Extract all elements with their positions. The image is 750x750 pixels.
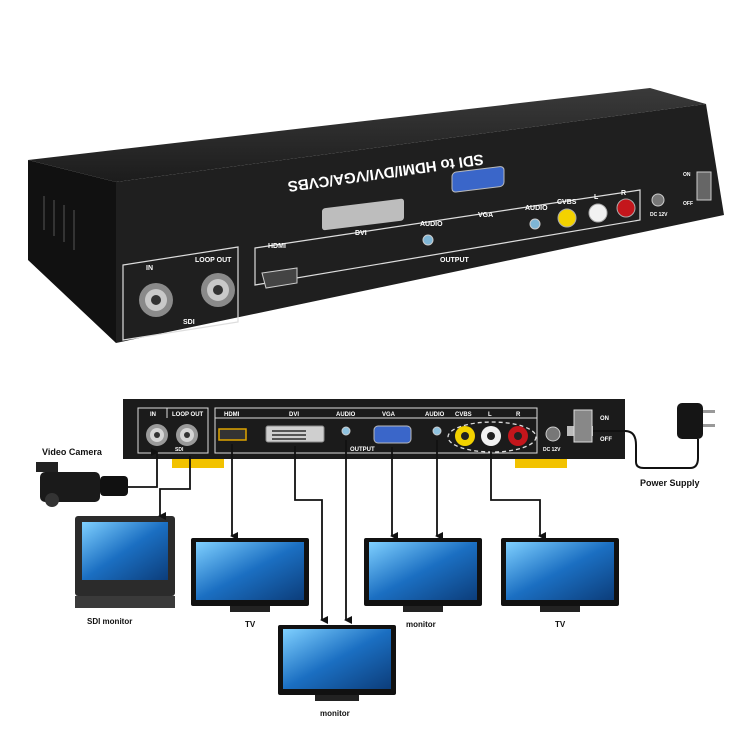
rca-red-3d (616, 198, 636, 218)
vga-port-3d (451, 166, 505, 193)
sdi-label-3d: SDI (183, 319, 195, 326)
panel-vga-port (373, 425, 412, 444)
dvi-port-3d (322, 198, 404, 231)
panel-loop-out-label: LOOP OUT (172, 412, 204, 418)
video-camera-label: Video Camera (42, 447, 103, 457)
monitor-dvi-label: monitor (320, 709, 350, 718)
power-switch-3d (696, 171, 712, 201)
panel-rca-group-ring (447, 421, 537, 453)
panel-hdmi-label: HDMI (224, 412, 240, 418)
connection-lines (128, 440, 546, 624)
panel-bnc-in (146, 424, 168, 446)
panel-r-label: R (516, 412, 521, 418)
panel-rca-red (508, 426, 528, 446)
panel-dc-jack (545, 426, 561, 442)
audio-label-3d-1: AUDIO (420, 221, 443, 228)
panel-dc-label: DC 12V (543, 447, 561, 453)
vga-label-3d: VGA (478, 212, 493, 219)
panel-rca-yellow (455, 426, 475, 446)
l-label-3d: L (594, 194, 599, 201)
highlight-strip-right (515, 459, 567, 468)
sdi-label-frame (122, 246, 239, 341)
monitor-vga-label: monitor (406, 620, 436, 629)
panel-dvi-label: DVI (289, 412, 299, 418)
on-label-3d: ON (683, 172, 691, 178)
audio-label-3d-2: AUDIO (525, 205, 548, 212)
panel-power-switch (573, 409, 593, 443)
panel-cvbs-label: CVBS (455, 412, 472, 418)
panel-audio-jack-1 (341, 426, 351, 436)
device-3d-view: SDI to HDMI/DVI/VGA/CVBS IN LOOP OUT SDI… (28, 88, 724, 343)
device-front-panel: IN LOOP OUT SDI HDMI DVI AUDIO VGA AUDIO… (123, 399, 625, 468)
monitor-vga (364, 538, 482, 612)
loop-out-label-3d: LOOP OUT (195, 257, 232, 264)
sdi-monitor-label: SDI monitor (87, 617, 132, 626)
r-label-3d: R (621, 190, 626, 197)
audio-jack-3d-2 (529, 218, 541, 230)
hdmi-port-3d (261, 267, 298, 289)
sdi-monitor (75, 516, 175, 608)
video-camera (36, 462, 128, 507)
device-top-face (28, 88, 706, 182)
panel-on-label: ON (600, 416, 609, 422)
panel-hdmi-port (218, 428, 247, 441)
sdi-monitor-base (75, 596, 175, 608)
panel-audio-label-1: AUDIO (336, 412, 356, 418)
output-label-3d: OUTPUT (440, 257, 470, 264)
dvi-label-3d: DVI (355, 230, 367, 237)
dc-jack-3d (651, 193, 665, 207)
bnc-in-connector-3d (139, 283, 173, 317)
panel-output-label: OUTPUT (350, 447, 375, 453)
bnc-loop-connector-3d (201, 273, 235, 307)
sdi-monitor-screen (82, 522, 168, 580)
tv-right (501, 538, 619, 612)
panel-bnc-loop (176, 424, 198, 446)
camera-handle (36, 462, 58, 472)
tv-right-label: TV (555, 620, 566, 629)
tv-left (191, 538, 309, 612)
highlight-strip-left (172, 459, 224, 468)
off-label-3d: OFF (683, 201, 693, 207)
dvi-to-monitor-line (294, 446, 328, 624)
camera-lens (100, 476, 128, 496)
panel-rca-white (481, 426, 501, 446)
adapter-body (677, 403, 703, 439)
panel-sdi-frame (137, 407, 209, 454)
rca-yellow-3d (557, 208, 577, 228)
panel-audio-label-2: AUDIO (425, 412, 445, 418)
power-cable (593, 430, 699, 469)
power-supply-label: Power Supply (640, 478, 700, 488)
loop-out-to-sdi-monitor-line (158, 456, 191, 520)
monitor-vga-screen (369, 542, 477, 600)
camera-to-sdi-in-line (128, 448, 159, 488)
dc-label-3d: DC 12V (650, 212, 668, 218)
tv-left-label: TV (245, 620, 256, 629)
tv-right-screen (506, 542, 614, 600)
panel-dvi-pins (272, 430, 306, 440)
panel-vga-label: VGA (382, 412, 396, 418)
side-vents (43, 196, 75, 250)
power-supply-adapter (593, 403, 715, 469)
panel-l-label: L (488, 412, 492, 418)
tv-left-screen (196, 542, 304, 600)
device-side-face (28, 160, 116, 343)
in-label-3d: IN (146, 265, 153, 272)
cvbs-to-tv-line (490, 450, 546, 540)
rca-white-3d (588, 203, 608, 223)
cvbs-label-3d: CVBS (557, 199, 577, 206)
panel-sdi-label: SDI (175, 447, 184, 453)
hdmi-label-3d: HDMI (268, 243, 286, 250)
panel-audio-jack-2 (432, 426, 442, 436)
panel-in-label: IN (150, 412, 156, 418)
monitor-dvi (278, 625, 396, 701)
monitor-dvi-screen (283, 629, 391, 689)
audio-jack-3d-1 (422, 234, 434, 246)
panel-off-label: OFF (600, 437, 612, 443)
panel-output-frame (214, 407, 538, 454)
output-label-frame (254, 189, 641, 286)
